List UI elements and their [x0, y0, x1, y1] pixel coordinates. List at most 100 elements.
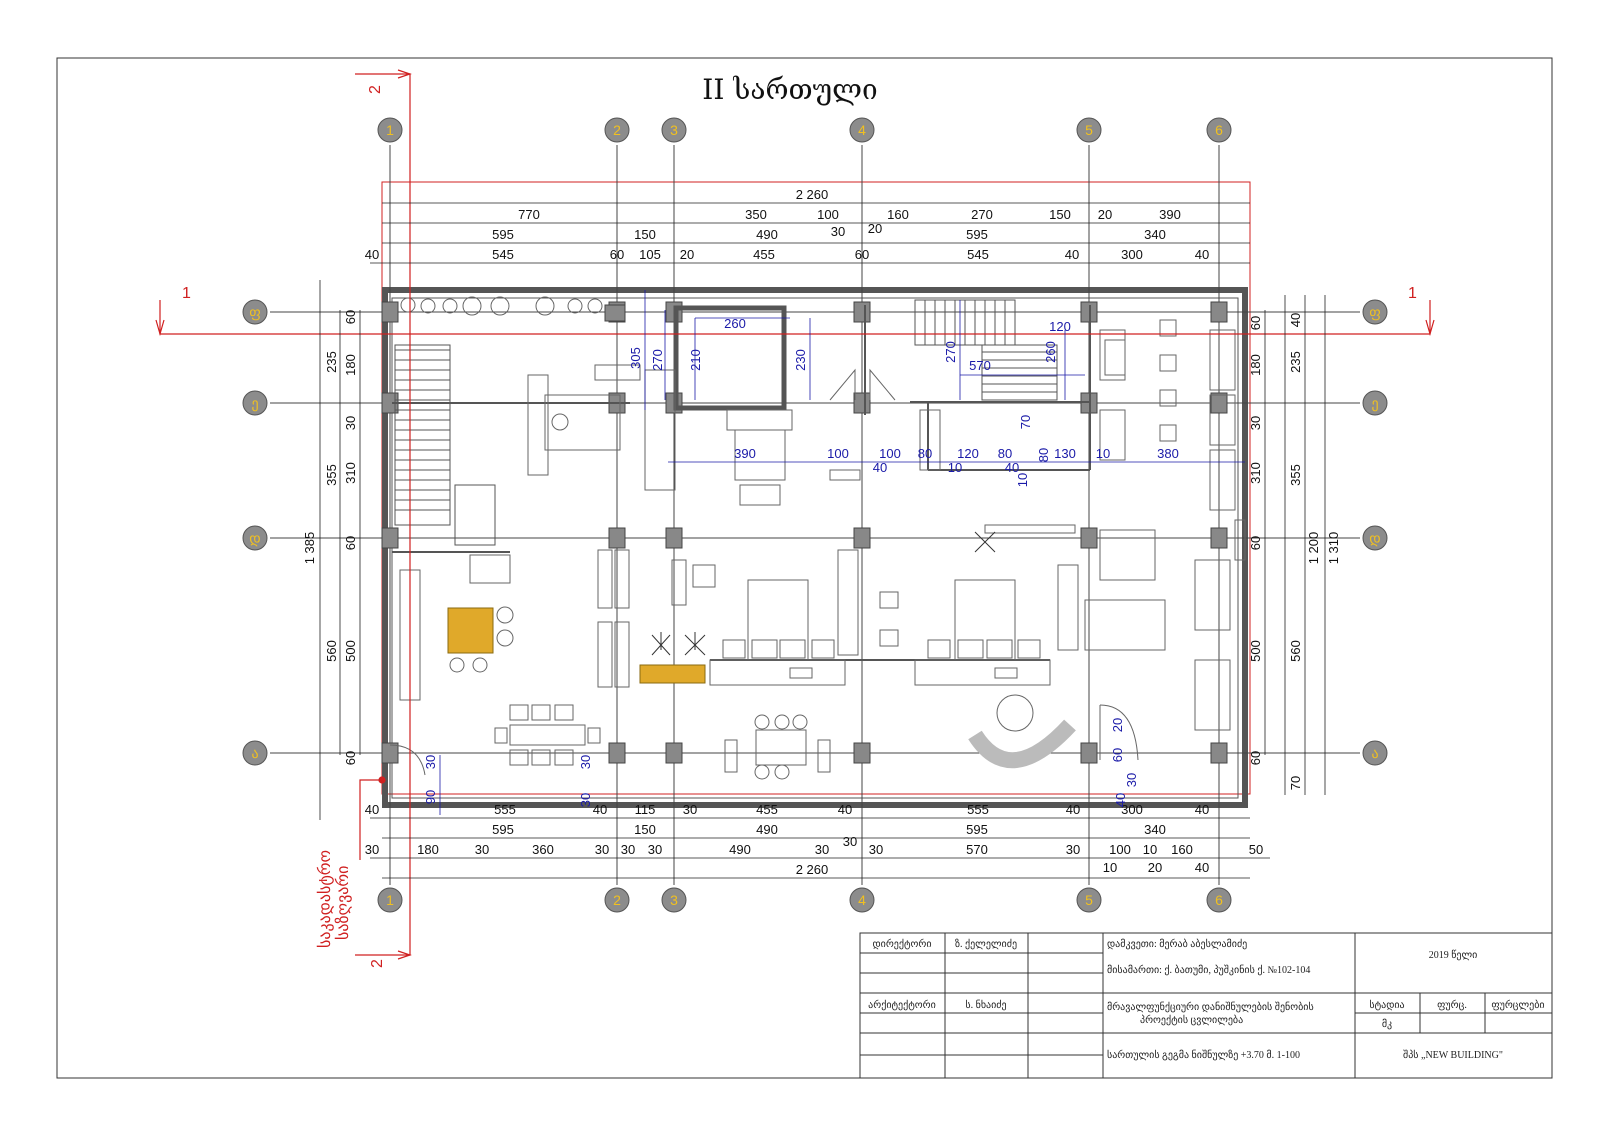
axis-bubble	[1362, 740, 1388, 766]
interior-dimension-label: 230	[793, 349, 808, 371]
interior-dimension-label: 210	[688, 349, 703, 371]
axis-bubble	[1076, 887, 1102, 913]
interior-dimension-label: 260	[1043, 341, 1058, 363]
dimension-label: 150	[1049, 207, 1071, 222]
axis-bubble-label: ა	[1371, 745, 1378, 761]
dimension-label: 595	[492, 227, 514, 242]
dimension-label: 100	[817, 207, 839, 222]
axis-bubble	[1362, 299, 1388, 325]
interior-dimension-label: 380	[1157, 446, 1179, 461]
dimension-label: 455	[756, 802, 778, 817]
dimension-label: 30	[365, 842, 379, 857]
axis-bubble-label: ე	[1371, 395, 1378, 412]
axis-bubble	[242, 299, 268, 325]
interior-dimension-label: 40	[873, 460, 887, 475]
interior-dimension-label: 60	[1110, 748, 1125, 762]
staircase-left	[394, 344, 496, 546]
axis-bubble-label: ფ	[1369, 304, 1381, 321]
dimension-label: 40	[1195, 802, 1209, 817]
column	[1210, 742, 1228, 764]
column	[853, 301, 871, 323]
axis-bubble	[242, 390, 268, 416]
dimension-label: 235	[1288, 351, 1303, 373]
tb-architect-name: ს. ნხაიძე	[965, 999, 1006, 1011]
interior-dimension-label: 90	[423, 790, 438, 804]
dimension-label: 160	[1171, 842, 1193, 857]
axis-bubble-label: 2	[613, 122, 621, 138]
axis-bubble	[242, 740, 268, 766]
interior-dimension-label: 130	[1054, 446, 1076, 461]
column	[853, 742, 871, 764]
column	[665, 527, 683, 549]
interior-dimension-label: 120	[957, 446, 979, 461]
axis-bubble-label: დ	[249, 530, 260, 547]
axis-bubble	[242, 525, 268, 551]
staircase-right	[914, 299, 1058, 401]
dimension-label: 30	[1066, 842, 1080, 857]
dimension-label: 310	[1248, 462, 1263, 484]
axis-bubble	[1206, 117, 1232, 143]
dimension-label: 30	[1248, 416, 1263, 430]
axis-bubble-label: 6	[1215, 892, 1223, 908]
tb-stage-label: სტადია	[1369, 999, 1404, 1011]
dimension-label: 555	[967, 802, 989, 817]
column	[1080, 527, 1098, 549]
column	[381, 742, 399, 764]
axis-bubble-label: 1	[386, 892, 394, 908]
interior-walls	[392, 305, 1091, 661]
dimension-label: 545	[967, 247, 989, 262]
axis-bubble	[661, 887, 687, 913]
dimension-label: 40	[1195, 247, 1209, 262]
interior-dimension-label: 10	[948, 460, 962, 475]
dimension-label: 40	[838, 802, 852, 817]
axis-bubble	[849, 887, 875, 913]
dimension-label: 30	[843, 834, 857, 849]
dimension-label: 300	[1121, 802, 1143, 817]
dimension-label: 50	[1249, 842, 1263, 857]
interior-dimension-label: 80	[918, 446, 932, 461]
dimension-label: 595	[966, 822, 988, 837]
site-boundary	[381, 181, 1251, 795]
dimension-label: 500	[343, 640, 358, 662]
axis-bubble	[661, 117, 687, 143]
section-mark-1-right: 1	[1408, 285, 1417, 302]
dimension-label: 180	[417, 842, 439, 857]
tb-sheet-label: ფურც.	[1437, 999, 1467, 1011]
tb-sheets-label: ფურცლები	[1491, 999, 1544, 1011]
dimension-label: 20	[680, 247, 694, 262]
drawing-title: II სართული	[702, 73, 877, 106]
column	[1080, 742, 1098, 764]
dimension-label: 390	[1159, 207, 1181, 222]
interior-dimension-label: 70	[1018, 415, 1033, 429]
dimension-label: 150	[634, 822, 656, 837]
dimension-label: 60	[1248, 751, 1263, 765]
dim-total-bottom: 2 260	[796, 862, 829, 877]
dimension-label: 40	[365, 802, 379, 817]
dimension-label: 105	[639, 247, 661, 262]
axis-bubble-label: 5	[1085, 122, 1093, 138]
dimension-label: 40	[1195, 860, 1209, 875]
dimension-label: 455	[753, 247, 775, 262]
dimension-label: 350	[745, 207, 767, 222]
dimension-label: 30	[648, 842, 662, 857]
interior-dimension-label: 30	[423, 755, 438, 769]
dimension-label: 340	[1144, 227, 1166, 242]
column	[1210, 527, 1228, 549]
dimension-label: 770	[518, 207, 540, 222]
column	[604, 304, 626, 322]
dimension-label: 235	[324, 351, 339, 373]
section-cut-lines	[155, 69, 1435, 960]
dimension-label: 30	[815, 842, 829, 857]
dimension-label: 70	[1288, 776, 1303, 790]
column	[381, 301, 399, 323]
dimension-label: 60	[610, 247, 624, 262]
dimension-label: 10	[1143, 842, 1157, 857]
tb-stage-value: მკ	[1382, 1018, 1392, 1030]
dimension-label: 300	[1121, 247, 1143, 262]
dimension-label: 595	[492, 822, 514, 837]
column	[853, 527, 871, 549]
dimension-label: 30	[869, 842, 883, 857]
dim-total-top: 2 260	[796, 187, 829, 202]
dimension-label: 270	[971, 207, 993, 222]
